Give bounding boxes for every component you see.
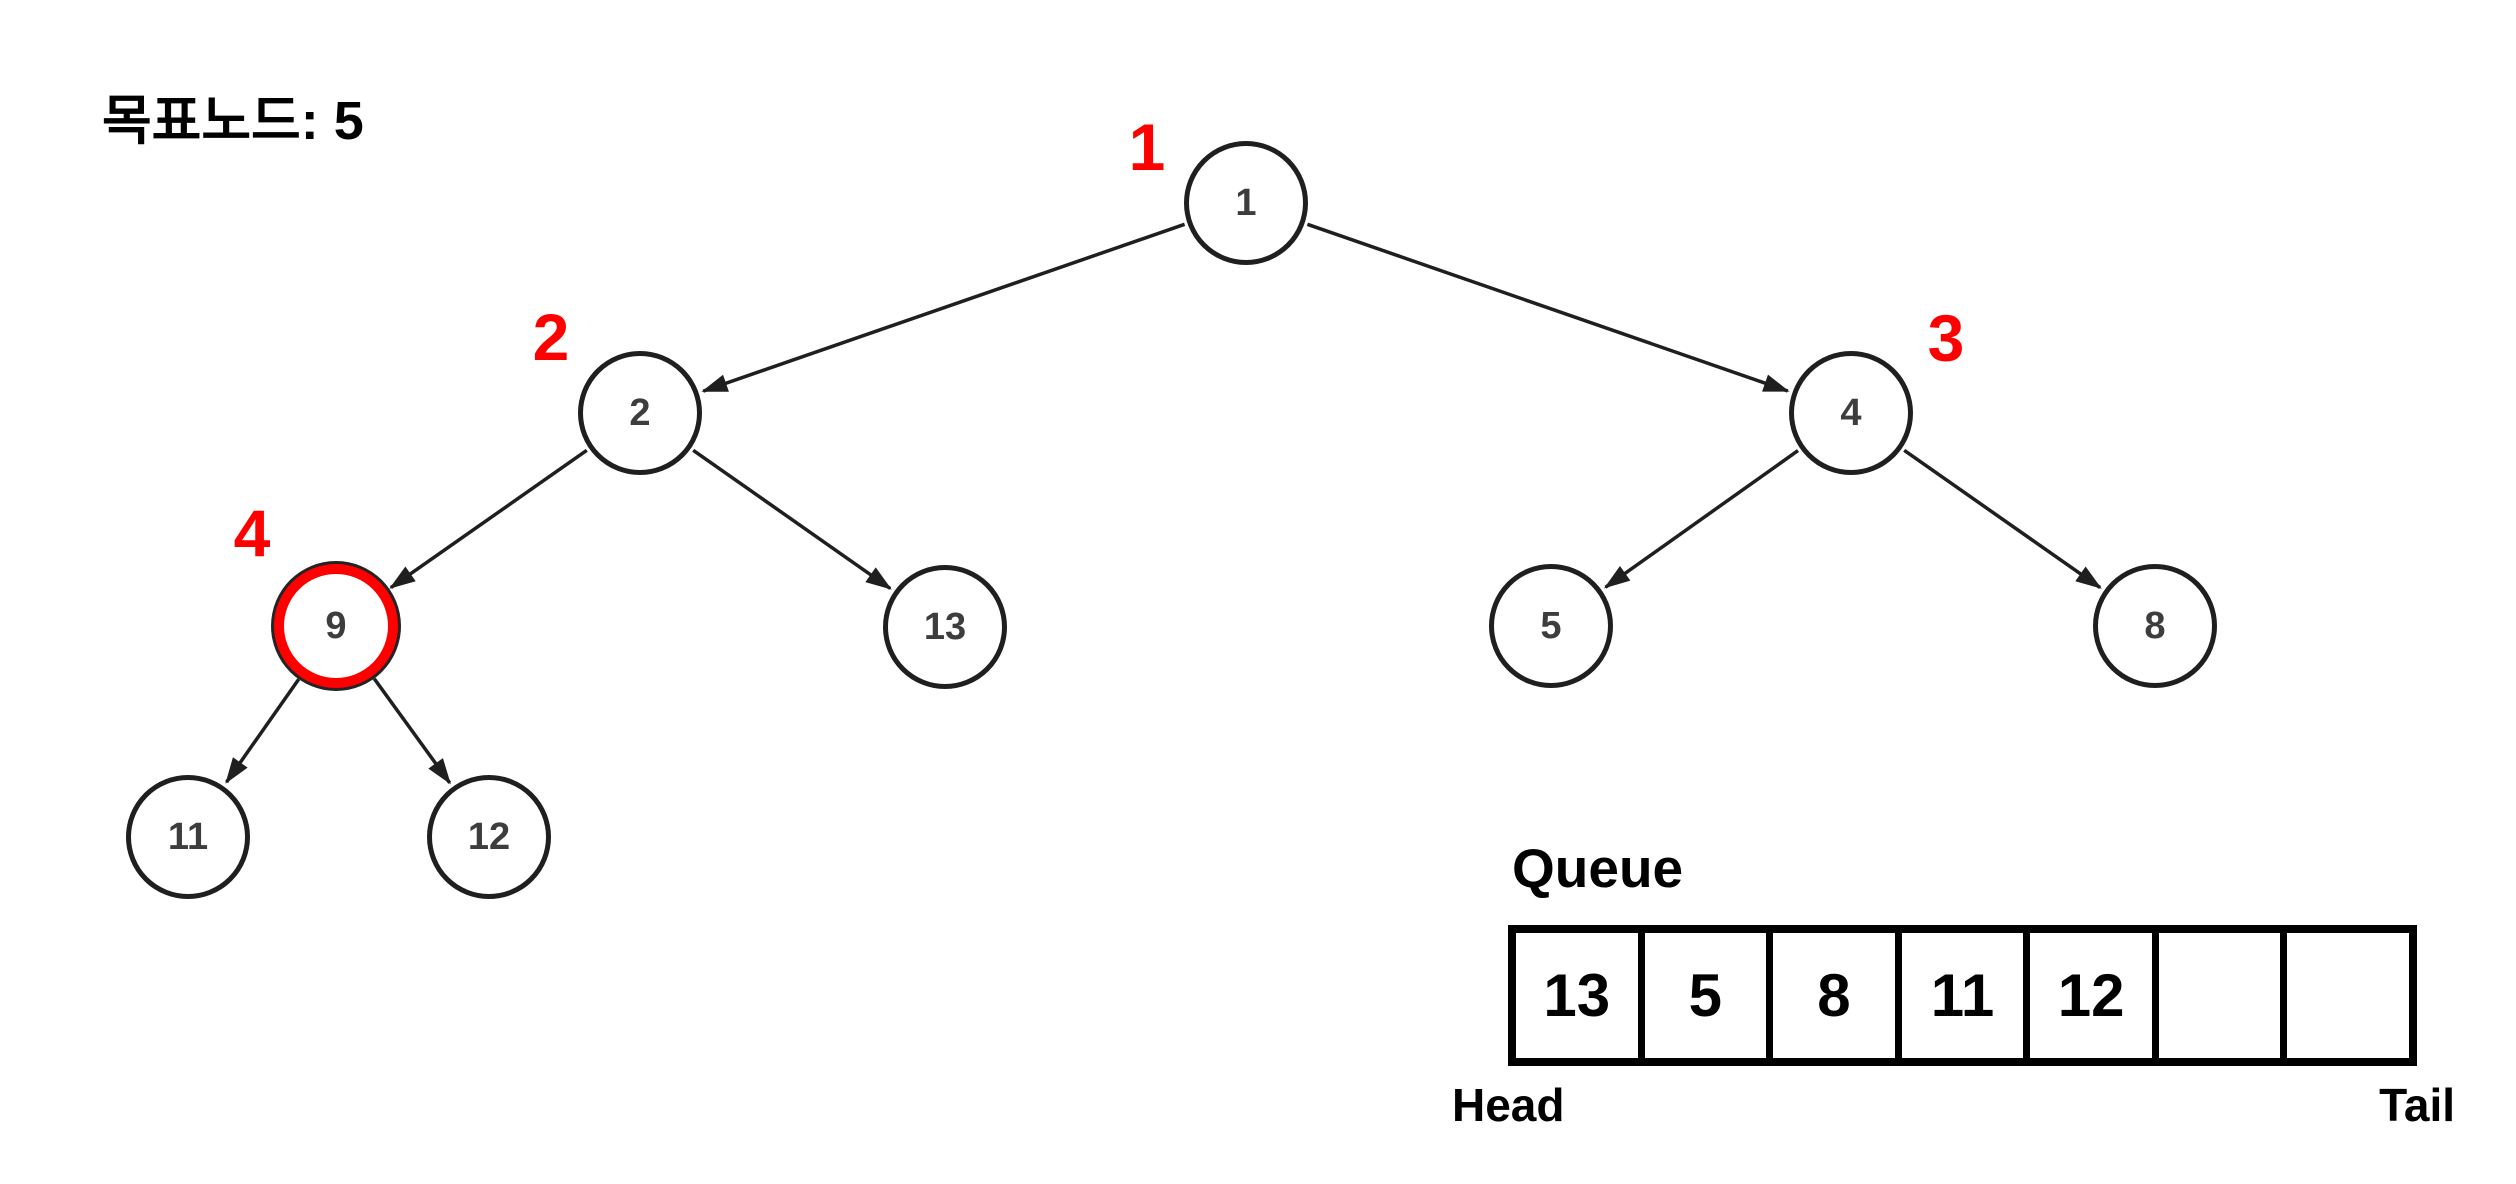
tree-edge-4-8 — [1903, 448, 2102, 590]
node-value: 5 — [1540, 604, 1562, 647]
node-value: 9 — [325, 604, 347, 647]
tree-node-9-highlighted: 9 — [274, 564, 398, 688]
tree-node-2: 2 — [578, 351, 702, 475]
queue-cell-2: 5 — [1645, 933, 1774, 1058]
visit-order-label-1: 1 — [1128, 110, 1166, 184]
tree-edge-1-2 — [701, 222, 1186, 393]
target-node-title: 목표노드: 5 — [102, 91, 364, 151]
tree-node-4: 4 — [1789, 351, 1913, 475]
queue-cell-5: 12 — [2030, 933, 2159, 1058]
tree-node-11: 11 — [126, 775, 250, 899]
tree-node-1: 1 — [1184, 141, 1308, 265]
queue-cell-1: 13 — [1516, 933, 1645, 1058]
tree-node-13: 13 — [883, 565, 1007, 689]
queue-tail-label: Tail — [2379, 1079, 2455, 1131]
queue-cell-4: 11 — [1902, 933, 2031, 1058]
node-value: 2 — [629, 391, 651, 434]
node-value: 12 — [467, 815, 511, 858]
tree-node-12: 12 — [427, 775, 551, 899]
tree-node-5: 5 — [1489, 564, 1613, 688]
queue-end-labels: Head Tail — [1452, 1078, 2455, 1132]
queue-head-label: Head — [1452, 1079, 1565, 1131]
visit-order-label-2: 2 — [532, 300, 570, 374]
node-value: 4 — [1840, 391, 1862, 434]
visit-order-label-3: 3 — [1927, 301, 1965, 375]
queue-cell-7 — [2287, 933, 2409, 1058]
tree-edge-4-5 — [1603, 449, 1800, 589]
tree-edge-9-11 — [225, 678, 301, 784]
tree-edge-1-4 — [1306, 222, 1790, 393]
tree-node-8: 8 — [2093, 564, 2217, 688]
tree-edge-2-13 — [692, 448, 892, 590]
queue-cell-6 — [2159, 933, 2288, 1058]
tree-edge-2-9 — [389, 448, 588, 590]
node-value: 8 — [2144, 604, 2166, 647]
queue-title: Queue — [1512, 837, 1684, 899]
visit-order-label-4: 4 — [233, 496, 271, 570]
node-value: 1 — [1235, 181, 1257, 224]
node-value: 13 — [923, 605, 967, 648]
queue-cell-3: 8 — [1773, 933, 1902, 1058]
node-value: 11 — [167, 815, 209, 858]
tree-edge-9-12 — [372, 677, 452, 785]
